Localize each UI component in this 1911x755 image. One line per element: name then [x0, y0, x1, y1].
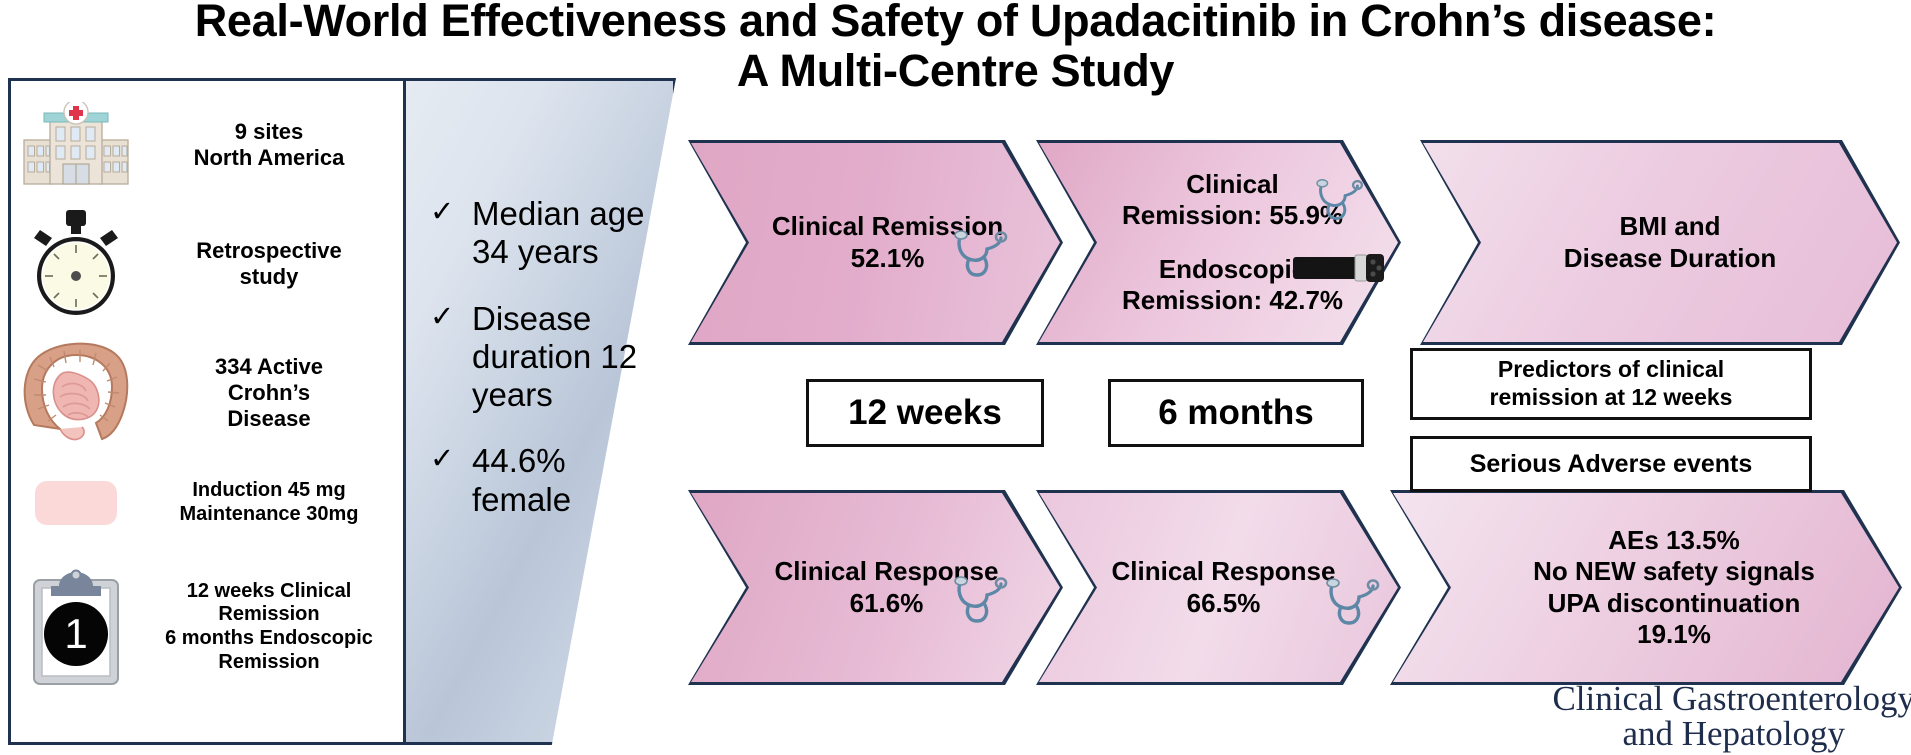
study-item-dosing: Induction 45 mg Maintenance 30mg — [11, 463, 403, 543]
intestine-icon-wrap — [11, 337, 141, 449]
clipboard-badge-number: 1 — [64, 610, 87, 657]
safety-line-2: No NEW safety signals — [1533, 556, 1815, 587]
rem6m-line-3: Endoscopic — [1158, 253, 1307, 284]
pill-icon — [35, 481, 117, 525]
population-line-3: Disease — [227, 405, 311, 431]
chevron-fill — [1393, 493, 1899, 682]
journal-logo: Clinical Gastroenterology and Hepatology — [1552, 681, 1911, 751]
check-icon: ✓ — [430, 196, 455, 228]
outcome-chevron-remission-6m: Clinical Remission: 55.9% Endoscopic Rem… — [1036, 140, 1401, 345]
rem6m-line-2: Remission: 55.9% — [1121, 200, 1344, 231]
clipboard-icon: 1 — [33, 569, 119, 685]
design-line-1: Retrospective — [196, 238, 342, 264]
predictors-box: Predictors of clinical remission at 12 w… — [1410, 348, 1812, 420]
resp6m-line-1: Clinical Response — [1111, 556, 1336, 587]
dosing-line-2: Maintenance 30mg — [179, 503, 359, 525]
outcomes-line-1: 12 weeks Clinical — [186, 579, 352, 602]
clipboard-badge-circle — [44, 602, 108, 666]
resp12-line-2: 61.6% — [849, 587, 924, 618]
sites-line-1: 9 sites — [234, 119, 304, 145]
study-item-sites: 9 sites North America — [11, 89, 403, 201]
sae-label: Serious Adverse events — [1469, 450, 1753, 478]
outcome-chevron-clinical-response-12w: Clinical Response 61.6% — [688, 490, 1063, 685]
stethoscope-icon — [954, 576, 1008, 623]
study-item-outcomes-label: 12 weeks Clinical Remission 6 months End… — [141, 580, 403, 674]
intestine-icon — [23, 342, 129, 441]
outcome-chevron-safety: AEs 13.5% No NEW safety signals UPA disc… — [1390, 490, 1902, 685]
chevron-label: Clinical Response 66.5% — [1102, 556, 1336, 618]
title-line-1: Real-World Effectiveness and Safety of U… — [194, 0, 1717, 46]
check-icon: ✓ — [430, 443, 455, 476]
outcomes-line-4: Remission — [218, 650, 320, 673]
stopwatch-icon-wrap — [11, 208, 141, 320]
population-line-1: 334 Active — [214, 354, 324, 380]
timeline-6-months-label: 6 months — [1158, 393, 1314, 432]
chevron-label: AEs 13.5% No NEW safety signals UPA disc… — [1477, 525, 1815, 650]
demographic-age-text: Median age 34 years — [472, 195, 645, 271]
stethoscope-icon — [954, 230, 1008, 277]
safety-line-1: AEs 13.5% — [1608, 525, 1740, 556]
bmi-line-2: Disease Duration — [1563, 242, 1777, 273]
demographics-list: ✓ Median age 34 years ✓ Disease duration… — [430, 195, 665, 547]
hospital-icon — [23, 102, 129, 185]
dosing-line-1: Induction 45 mg — [192, 479, 346, 502]
study-item-population-label: 334 Active Crohn’s Disease — [141, 354, 403, 432]
outcome-chevron-clinical-remission-12w: Clinical Remission 52.1% — [688, 140, 1063, 345]
demographic-bullet-age: ✓ Median age 34 years — [430, 195, 665, 272]
predictors-label: Predictors of clinical remission at 12 w… — [1490, 356, 1733, 411]
chevron-fill — [1039, 493, 1398, 682]
study-item-population: 334 Active Crohn’s Disease — [11, 329, 403, 457]
chevron-label: BMI and Disease Duration — [1544, 211, 1776, 273]
outcomes-line-3: 6 months Endoscopic — [165, 627, 373, 649]
safety-line-3: UPA discontinuation — [1547, 587, 1801, 618]
hospital-icon-wrap — [11, 102, 141, 188]
stethoscope-icon — [1326, 578, 1380, 625]
study-item-sites-label: 9 sites North America — [141, 119, 403, 171]
rem6m-line-4: Remission: 42.7% — [1121, 284, 1344, 315]
outcomes-line-2: Remission — [218, 603, 320, 626]
study-design-panel: 9 sites North America — [8, 78, 406, 745]
study-item-design: Retrospective study — [11, 203, 403, 325]
cr12-line-2: 52.1% — [850, 242, 925, 273]
outcome-chevron-clinical-response-6m: Clinical Response 66.5% — [1036, 490, 1401, 685]
stethoscope-icon — [1316, 179, 1364, 220]
clipboard-icon-wrap: 1 — [11, 568, 141, 686]
demographic-duration-text: Disease duration 12 years — [472, 299, 638, 414]
outcome-chevron-bmi-duration: BMI and Disease Duration — [1420, 140, 1900, 345]
endoscope-icon — [1293, 254, 1384, 282]
pill-icon-wrap — [11, 481, 141, 525]
safety-line-4: 19.1% — [1637, 618, 1711, 649]
chevron-label: Clinical Remission: 55.9% Endoscopic Rem… — [1094, 169, 1343, 316]
bmi-line-1: BMI and — [1619, 211, 1721, 242]
population-line-2: Crohn’s — [227, 380, 311, 406]
design-line-2: study — [239, 264, 299, 289]
predictors-line-1: Predictors of clinical — [1497, 356, 1725, 383]
timeline-12-weeks-label: 12 weeks — [848, 393, 1002, 432]
page-title: Real-World Effectiveness and Safety of U… — [0, 0, 1911, 97]
demographic-sex-text: 44.6% female — [472, 442, 572, 518]
demographic-bullet-duration: ✓ Disease duration 12 years — [430, 300, 665, 415]
study-item-dosing-label: Induction 45 mg Maintenance 30mg — [141, 479, 403, 526]
timeline-box-12-weeks: 12 weeks — [806, 379, 1044, 447]
title-line-2: A Multi-Centre Study — [736, 45, 1175, 97]
journal-line-2: and Hepatology — [1622, 714, 1846, 753]
study-item-outcomes: 1 12 weeks Clinical Remission 6 months E… — [11, 547, 403, 707]
stopwatch-icon — [34, 210, 118, 315]
serious-adverse-events-box: Serious Adverse events — [1410, 436, 1812, 492]
timeline-box-6-months: 6 months — [1108, 379, 1364, 447]
chevron-fill — [1039, 143, 1398, 342]
journal-line-1: Clinical Gastroenterology — [1552, 679, 1911, 718]
resp6m-line-2: 66.5% — [1186, 587, 1261, 618]
demographic-bullet-sex: ✓ 44.6% female — [430, 442, 665, 519]
sites-line-2: North America — [193, 145, 345, 170]
chevron-fill — [1423, 143, 1897, 342]
predictors-line-2: remission at 12 weeks — [1489, 384, 1733, 410]
study-item-design-label: Retrospective study — [141, 238, 403, 290]
rem6m-line-1: Clinical — [1186, 169, 1279, 200]
check-icon: ✓ — [430, 300, 455, 333]
